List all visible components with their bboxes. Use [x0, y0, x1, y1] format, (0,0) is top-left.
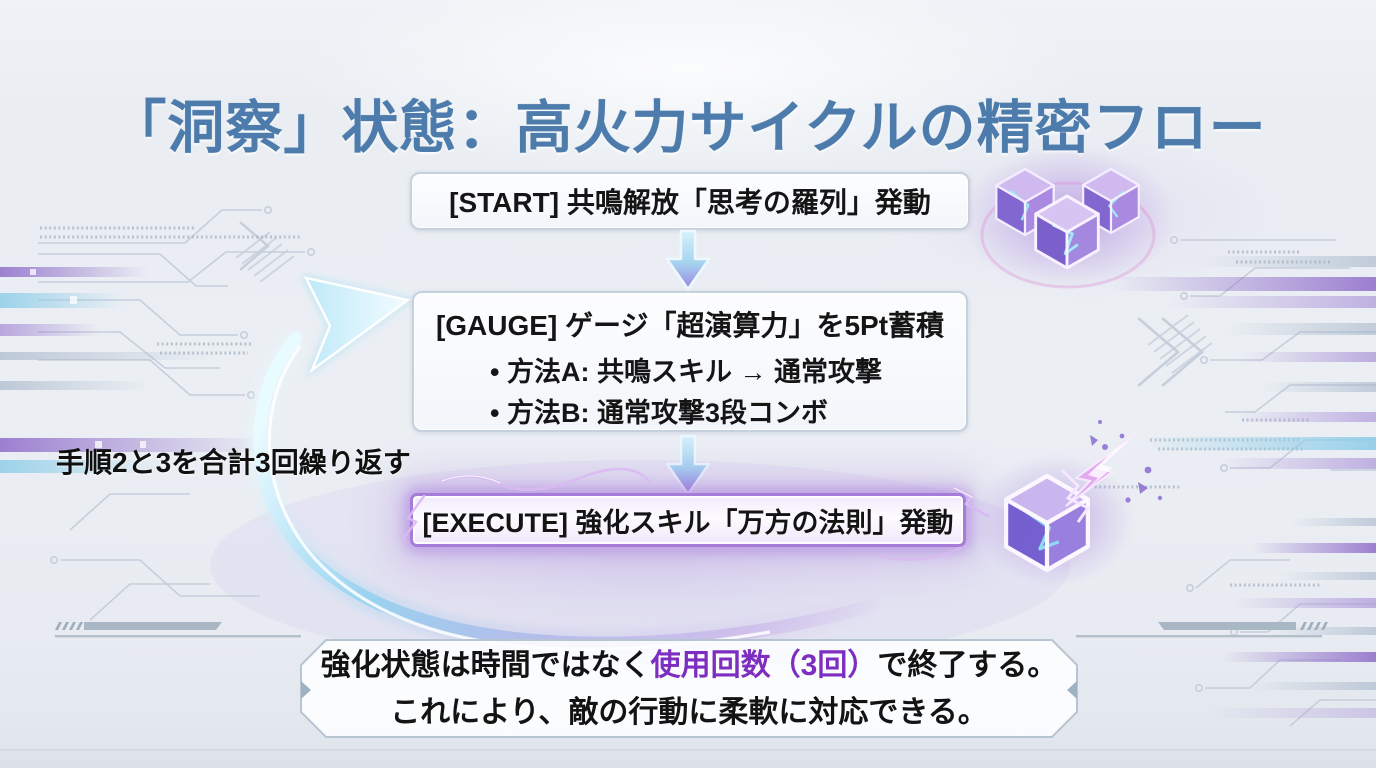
- data-bars-left: [0, 267, 265, 473]
- gauge-bullet-method-a: • 方法A: 共鳴スキル → 通常攻撃: [490, 357, 882, 387]
- down-arrow-icon: [665, 434, 711, 496]
- flow-execute-box: [EXECUTE] 強化スキル「万方の法則」発動: [410, 493, 966, 547]
- flow-gauge-box: [GAUGE] ゲージ「超演算力」を5Pt蓄積 • 方法A: 共鳴スキル → 通…: [412, 291, 968, 432]
- note-text: 強化状態は時間ではなく使用回数（3回）で終了する。 これにより、敵の行動に柔軟に…: [300, 639, 1078, 739]
- gauge-bullet-method-b: • 方法B: 通常攻撃3段コンボ: [490, 398, 828, 428]
- start-box-label: [START] 共鳴解放「思考の羅列」発動: [449, 187, 931, 218]
- divider-left: [55, 622, 301, 638]
- divider-right: [1076, 622, 1328, 638]
- flow-start-box: [START] 共鳴解放「思考の羅列」発動: [410, 172, 970, 230]
- down-arrow-icon: [665, 229, 711, 291]
- data-bars-right: [1111, 256, 1376, 718]
- note-line-1: 強化状態は時間ではなく使用回数（3回）で終了する。: [321, 643, 1058, 689]
- bottom-strip-line: [0, 749, 1376, 751]
- note-line1-suffix: で終了する。: [877, 648, 1058, 682]
- loop-label: 手順2と3を合計3回繰り返す: [56, 447, 411, 478]
- circuit-decoration-left: [38, 206, 315, 621]
- execute-box-label: [EXECUTE] 強化スキル「万方の法則」発動: [422, 507, 954, 538]
- note-line1-highlight: 使用回数（3回）: [650, 648, 878, 682]
- gauge-box-heading: [GAUGE] ゲージ「超演算力」を5Pt蓄積: [435, 310, 945, 341]
- note-line1-prefix: 強化状態は時間ではなく: [320, 648, 651, 682]
- shattered-cube-icon: [980, 420, 1163, 588]
- gauge-bullet-list: • 方法A: 共鳴スキル → 通常攻撃 • 方法B: 通常攻撃3段コンボ: [490, 352, 966, 434]
- note-box-border: [300, 639, 1078, 738]
- note-box: 強化状態は時間ではなく使用回数（3回）で終了する。 これにより、敵の行動に柔軟に…: [300, 639, 1078, 739]
- note-line-2: これにより、敵の行動に柔軟に対応できる。: [390, 695, 988, 729]
- crystal-cubes-icon: [960, 150, 1176, 290]
